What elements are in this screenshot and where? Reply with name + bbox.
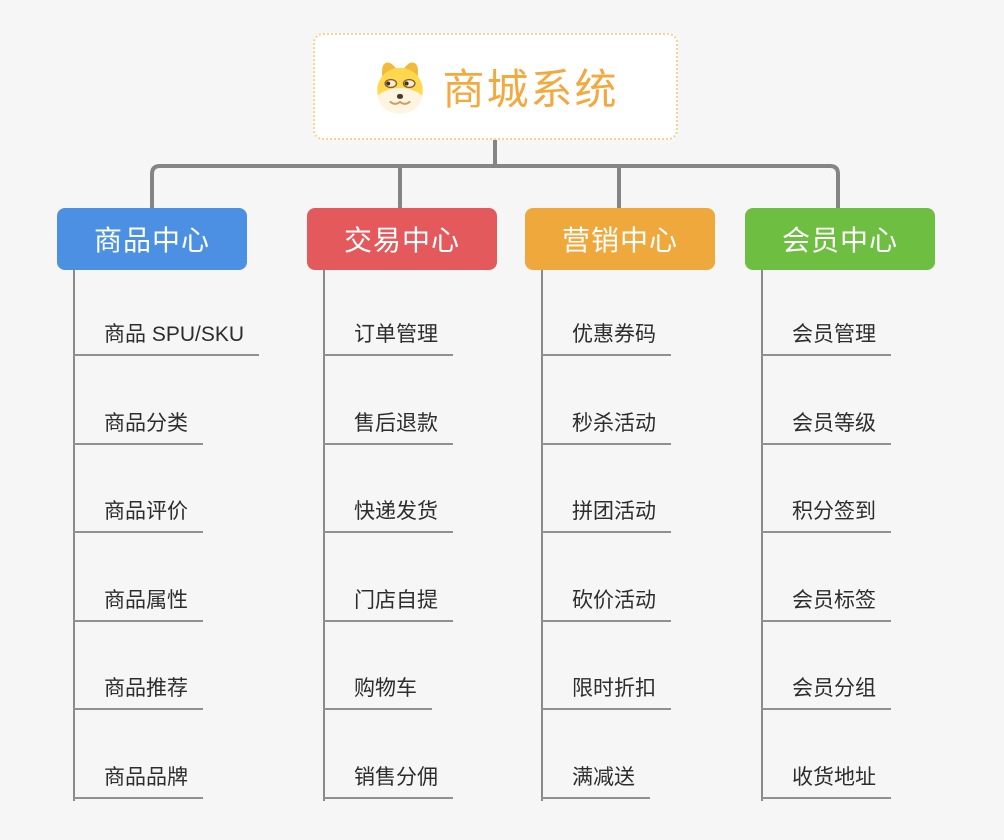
leaf-node[interactable]: 秒杀活动: [541, 410, 671, 445]
leaf-node[interactable]: 限时折扣: [541, 675, 671, 711]
branch-children: 商品 SPU/SKU 商品分类商品评价商品属性商品推荐商品品牌: [73, 270, 293, 803]
leaf-node[interactable]: 商品品牌: [73, 764, 203, 799]
root-title: 商城系统: [442, 66, 619, 113]
branch-children: 会员管理会员等级积分签到会员标签会员分组收货地址: [761, 270, 981, 803]
leaf-node[interactable]: 快递发货: [323, 498, 453, 534]
leaf-node[interactable]: 会员标签: [761, 587, 891, 622]
root-node[interactable]: 商城系统: [313, 33, 678, 140]
leaf-node[interactable]: 拼团活动: [541, 498, 671, 534]
branch-2: 交易中心 订单管理售后退款快递发货门店自提购物车销售分佣: [307, 208, 547, 801]
leaf-node[interactable]: 砍价活动: [541, 587, 671, 622]
leaf-node[interactable]: 售后退款: [323, 410, 453, 445]
leaf-node[interactable]: 收货地址: [761, 764, 891, 799]
leaf-node[interactable]: 优惠券码: [541, 321, 671, 356]
branch-header-2[interactable]: 交易中心: [307, 208, 497, 270]
leaf-node[interactable]: 会员管理: [761, 321, 891, 356]
leaf-node[interactable]: 商品分类: [73, 410, 203, 445]
shiba-dog-face-icon: [377, 62, 424, 113]
leaf-node[interactable]: 会员分组: [761, 675, 891, 711]
branch-4: 会员中心 会员管理会员等级积分签到会员标签会员分组收货地址: [745, 208, 985, 801]
leaf-node[interactable]: 会员等级: [761, 410, 891, 445]
branch-children: 订单管理售后退款快递发货门店自提购物车销售分佣: [323, 270, 543, 803]
branch-header-1[interactable]: 商品中心: [57, 208, 247, 270]
leaf-node[interactable]: 满减送: [541, 764, 650, 799]
leaf-node[interactable]: 购物车: [323, 675, 432, 711]
leaf-node[interactable]: 积分签到: [761, 498, 891, 534]
leaf-node[interactable]: 商品 SPU/SKU: [73, 321, 260, 356]
leaf-node[interactable]: 订单管理: [323, 321, 453, 356]
branch-1: 商品中心 商品 SPU/SKU 商品分类商品评价商品属性商品推荐商品品牌: [57, 208, 297, 801]
leaf-node[interactable]: 商品评价: [73, 498, 203, 534]
branch-children: 优惠券码秒杀活动拼团活动砍价活动限时折扣满减送: [541, 270, 761, 803]
branch-header-4[interactable]: 会员中心: [745, 208, 935, 270]
leaf-node[interactable]: 门店自提: [323, 587, 453, 622]
leaf-node[interactable]: 商品属性: [73, 587, 203, 622]
branch-header-3[interactable]: 营销中心: [525, 208, 715, 270]
leaf-node[interactable]: 商品推荐: [73, 675, 203, 711]
branch-3: 营销中心 优惠券码秒杀活动拼团活动砍价活动限时折扣满减送: [525, 208, 765, 801]
leaf-node[interactable]: 销售分佣: [323, 764, 453, 799]
